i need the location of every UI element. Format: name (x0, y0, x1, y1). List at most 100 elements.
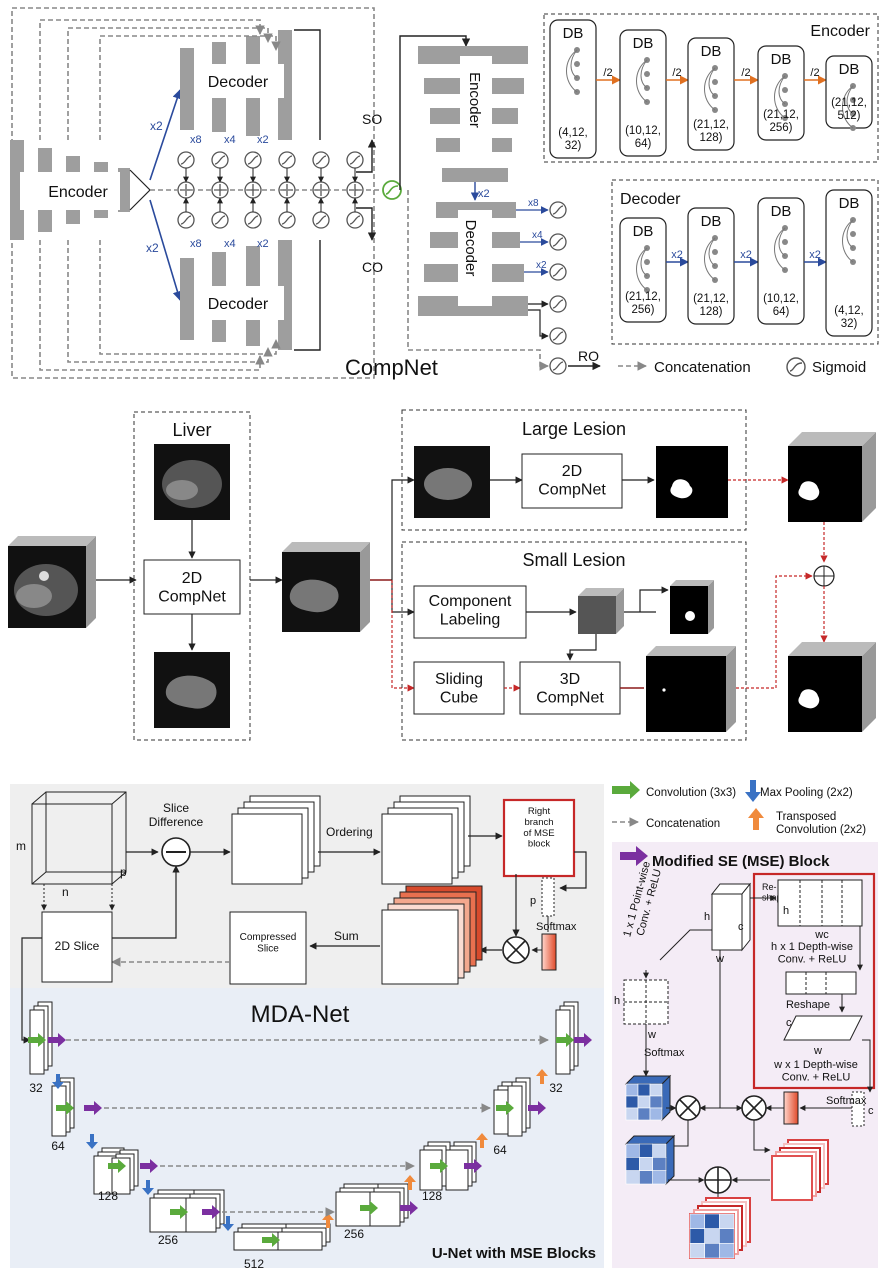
db-arc (566, 49, 578, 93)
cube-cell (639, 1143, 653, 1158)
db-arc (708, 67, 716, 97)
mse-arrow-icon (202, 1205, 220, 1219)
mda-net-title: MDA-Net (251, 1001, 350, 1028)
db-size: (4,12,32) (558, 127, 587, 152)
dim-p: p (120, 865, 127, 879)
channel-vector (851, 1091, 865, 1127)
output-cell (689, 1213, 705, 1229)
sigmoid-curve (552, 299, 564, 309)
db-size: (4,12,32) (834, 305, 863, 330)
encoder-db-blocks: DB(4,12,32)/2DB(10,12,64)/2DB(21,12,128)… (549, 19, 873, 159)
cube-side (661, 1074, 671, 1122)
mse-reshape: Reshape (786, 999, 830, 1011)
db-arc (842, 219, 854, 263)
channel-label: 256 (158, 1233, 178, 1247)
conv-arrow-icon (28, 1033, 46, 1047)
feature-map (277, 1231, 323, 1251)
decoder-db-title: Decoder (620, 191, 681, 208)
liver-ct-image (154, 444, 230, 520)
db-node (782, 239, 788, 245)
sigmoid-curve (552, 205, 564, 215)
x8-upper: x8 (190, 134, 202, 146)
downsample-label: /2 (810, 67, 819, 79)
db-size: (21,12,512) (831, 97, 867, 122)
right-encoder-label: Encoder (466, 72, 483, 128)
ordering-label: Ordering (326, 825, 373, 839)
db-block (757, 197, 805, 325)
cube-cell (625, 1170, 640, 1185)
db-label: DB (633, 223, 654, 240)
lower-decoder-label: Decoder (208, 296, 269, 313)
mse-output-cube (689, 1197, 751, 1259)
cube-cell (639, 1170, 653, 1185)
cube-cell (625, 1157, 640, 1171)
decoder-db-blocks: DB(21,12,256)x2DB(21,12,128)x2DB(10,12,6… (619, 189, 873, 337)
conv-arrow-icon (556, 1033, 574, 1047)
mse-title: Modified SE (MSE) Block (652, 853, 830, 870)
cube-cell (637, 1095, 651, 1109)
output-cell (719, 1243, 735, 1259)
downsample-label: /2 (672, 67, 681, 79)
x4-lower: x4 (224, 238, 236, 250)
upsample-label: x4 (532, 230, 543, 241)
right-decoder-label: Decoder (462, 220, 479, 277)
x4-upper: x4 (224, 134, 236, 146)
feature-map (445, 1149, 469, 1191)
db-arc (778, 75, 786, 105)
db-label: DB (839, 195, 860, 212)
legend-maxpool: Max Pooling (2x2) (760, 787, 853, 799)
decoder-db-box (611, 179, 879, 345)
sigmoid-curve (281, 155, 293, 165)
mse-arrow-icon (84, 1101, 102, 1115)
mse-arrow-icon (48, 1033, 66, 1047)
conv-arrow-icon (430, 1159, 448, 1173)
sum-label: Sum (334, 929, 359, 943)
mse-softmax-right: Softmax (826, 1095, 867, 1107)
liver-compnet-box (143, 559, 241, 615)
output-cell (704, 1213, 720, 1229)
channel-label: 128 (422, 1189, 442, 1203)
db-arc (570, 49, 578, 79)
db-node (850, 231, 856, 237)
sigmoid-curve (349, 155, 361, 165)
upsample-label: x2 (740, 249, 752, 261)
db-node (574, 61, 580, 67)
sigmoid-curve (180, 155, 192, 165)
db-arc (846, 85, 854, 115)
small-lesion-output-cube (646, 646, 736, 732)
softmax-top-label: Softmax (536, 921, 577, 933)
sigmoid-curve (281, 215, 293, 225)
dashed-path (407, 190, 549, 371)
channel-weights (783, 1091, 799, 1125)
x8-lower: x8 (190, 238, 202, 250)
p-label: p (530, 895, 536, 907)
unet-caption: U-Net with MSE Blocks (432, 1245, 596, 1262)
downsample-label: /2 (741, 67, 750, 79)
reshaped-wc: wc (814, 929, 829, 941)
large-lesion-title: Large Lesion (522, 419, 626, 439)
db-arc (842, 85, 854, 129)
plane-w: w (813, 1045, 822, 1057)
map-w: w (647, 1029, 656, 1041)
conv-arrow-icon (262, 1233, 280, 1247)
sigmoid-curve (247, 155, 259, 165)
mse-softmax-left: Softmax (644, 1047, 685, 1059)
lower-decoder (180, 240, 292, 350)
channel-result-cube (771, 1139, 829, 1201)
output-sigmoid-icon (382, 180, 402, 200)
slice2d-box (41, 911, 113, 983)
mse-arrow-icon (464, 1159, 482, 1173)
cube-cell (625, 1083, 639, 1097)
x2-lower-small: x2 (257, 238, 269, 250)
cube-cell (649, 1083, 663, 1097)
output-cell (719, 1213, 735, 1229)
legend-concat2: Concatenation (646, 818, 720, 830)
db-node (644, 71, 650, 77)
